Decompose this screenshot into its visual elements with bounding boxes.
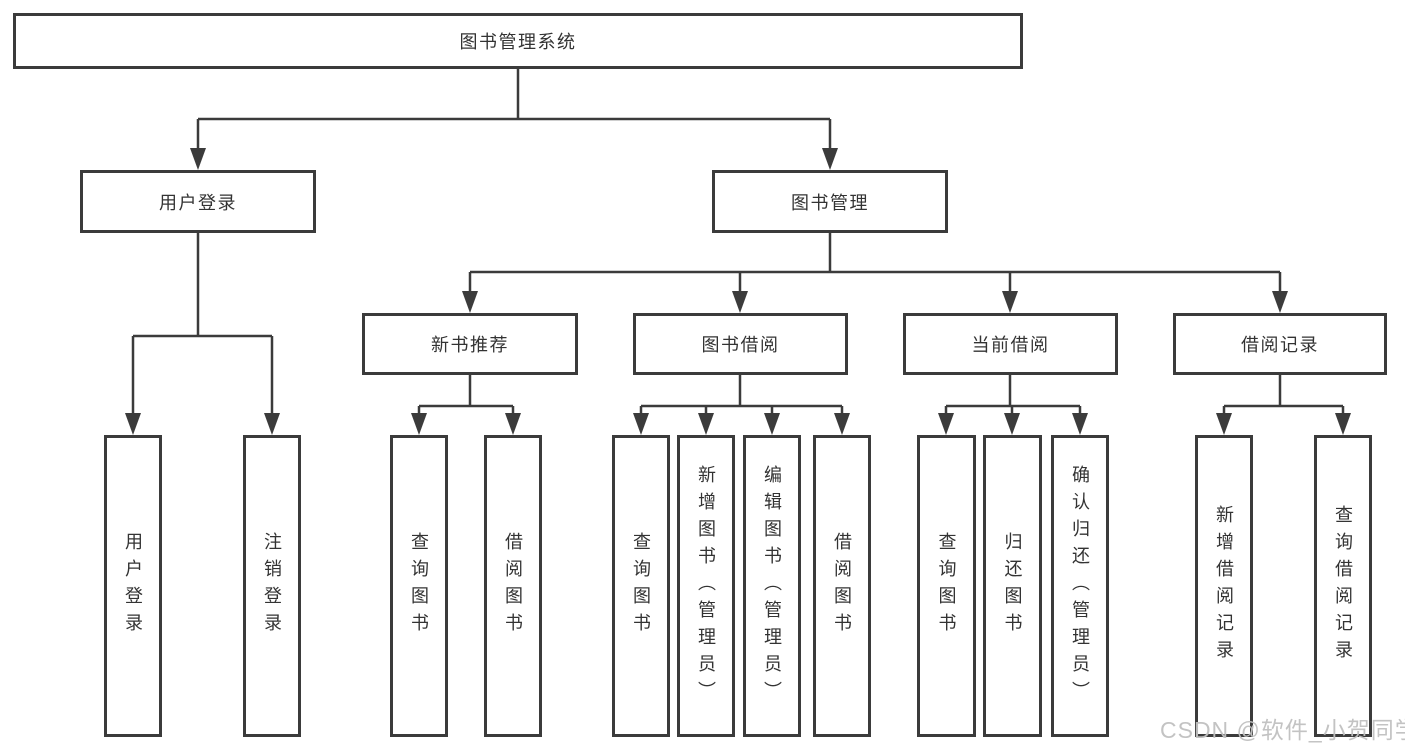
leaf-user-login: 用户登录	[104, 435, 162, 737]
leaf-query-borrow-record: 查询借阅记录	[1314, 435, 1372, 737]
leaf-query-book-borrow: 查询图书	[612, 435, 670, 737]
node-new-book-recommend-label: 新书推荐	[431, 335, 509, 355]
leaf-add-borrow-record: 新增借阅记录	[1195, 435, 1253, 737]
node-book-management-label: 图书管理	[791, 192, 869, 213]
leaf-borrow-book-recommend-label: 借阅图书	[503, 532, 523, 640]
leaf-user-login-label: 用户登录	[123, 532, 143, 640]
node-root-label: 图书管理系统	[459, 32, 577, 52]
leaf-query-borrow-record-label: 查询借阅记录	[1333, 505, 1353, 667]
leaf-return-book: 归还图书	[983, 435, 1042, 737]
node-borrow-records-label: 借阅记录	[1241, 335, 1319, 355]
connector-lines	[131, 69, 1345, 417]
leaf-add-book-admin: 新增图书（管理员）	[677, 435, 735, 737]
leaf-query-book-current-label: 查询图书	[936, 532, 957, 640]
node-book-borrow: 图书借阅	[633, 313, 848, 375]
leaf-confirm-return-admin: 确认归还（管理员）	[1051, 435, 1109, 737]
leaf-query-book-current: 查询图书	[917, 435, 976, 737]
leaf-logout: 注销登录	[243, 435, 301, 737]
node-book-management: 图书管理	[712, 170, 948, 233]
node-book-borrow-label: 图书借阅	[701, 335, 780, 355]
leaf-borrow-book: 借阅图书	[813, 435, 871, 737]
leaf-query-book-recommend: 查询图书	[390, 435, 448, 737]
leaf-add-borrow-record-label: 新增借阅记录	[1214, 505, 1234, 667]
node-root: 图书管理系统	[13, 13, 1023, 69]
node-user-login-label: 用户登录	[159, 192, 237, 213]
leaf-edit-book-admin: 编辑图书（管理员）	[743, 435, 801, 737]
leaf-return-book-label: 归还图书	[1002, 532, 1023, 640]
leaf-query-book-recommend-label: 查询图书	[409, 532, 429, 640]
node-current-borrow: 当前借阅	[903, 313, 1118, 375]
leaf-borrow-book-label: 借阅图书	[832, 532, 852, 640]
node-borrow-records: 借阅记录	[1173, 313, 1387, 375]
leaf-query-book-borrow-label: 查询图书	[631, 532, 651, 640]
connector-arrowheads	[125, 148, 1351, 435]
leaf-logout-label: 注销登录	[262, 532, 282, 640]
node-current-borrow-label: 当前借阅	[971, 335, 1050, 355]
csdn-watermark: CSDN @软件_小贺同学	[1160, 717, 1405, 743]
leaf-borrow-book-recommend: 借阅图书	[484, 435, 542, 737]
leaf-confirm-return-admin-label: 确认归还（管理员）	[1070, 464, 1090, 708]
node-new-book-recommend: 新书推荐	[362, 313, 578, 375]
leaf-add-book-admin-label: 新增图书（管理员）	[696, 464, 716, 708]
node-user-login: 用户登录	[80, 170, 316, 233]
leaf-edit-book-admin-label: 编辑图书（管理员）	[762, 464, 782, 708]
